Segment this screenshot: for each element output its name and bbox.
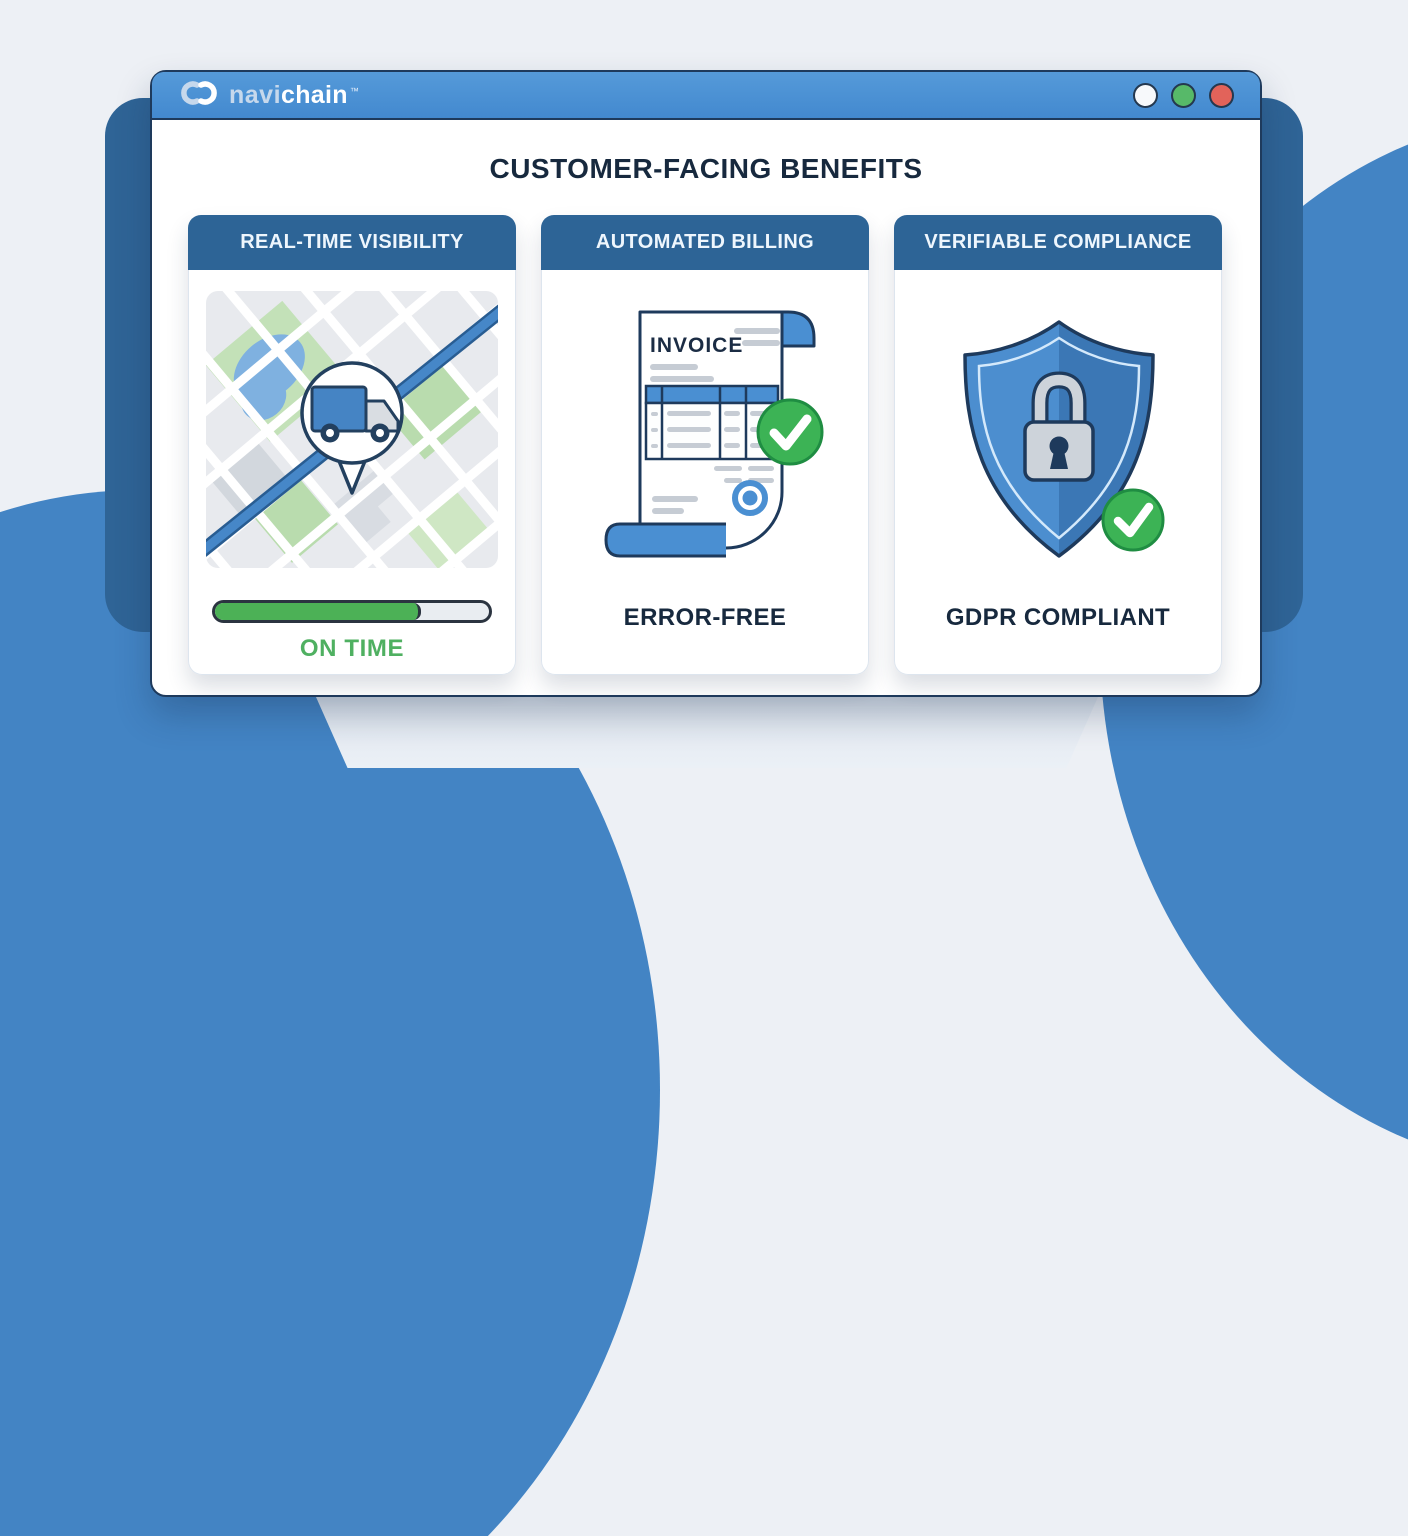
invoice-title: INVOICE	[650, 334, 743, 357]
shield-illustration	[939, 310, 1179, 567]
page-title: CUSTOMER-FACING BENEFITS	[489, 153, 923, 184]
card-header: VERIFIABLE COMPLIANCE	[894, 215, 1222, 270]
window-control-white[interactable]	[1133, 82, 1158, 108]
invoice-illustration: INVOICE	[594, 300, 826, 567]
logo-text-navi: navi	[229, 80, 282, 109]
map-truck-pin-icon	[206, 291, 498, 568]
card-header: AUTOMATED BILLING	[541, 215, 869, 270]
window-controls	[1133, 82, 1234, 108]
caption-error-free: ERROR-FREE	[623, 604, 787, 631]
invoice-check-icon: INVOICE	[604, 310, 824, 558]
window-control-red[interactable]	[1209, 82, 1234, 108]
monitor-stand-shape	[312, 688, 1102, 768]
benefit-cards-row: REAL-TIME VISIBILITY	[188, 215, 1222, 675]
shield-lock-check-icon	[963, 320, 1165, 558]
progress-fill	[215, 603, 421, 620]
map-illustration	[206, 291, 498, 568]
delivery-progress-bar	[212, 600, 492, 623]
card-automated-billing: AUTOMATED BILLING INVOICE	[541, 215, 869, 675]
logo-trademark: ™	[349, 85, 359, 96]
status-on-time: ON TIME	[299, 635, 405, 662]
card-real-time-visibility: REAL-TIME VISIBILITY	[188, 215, 516, 675]
logo-text-chain: chain	[281, 80, 348, 109]
chain-link-icon	[178, 80, 220, 111]
window-control-green[interactable]	[1171, 82, 1196, 108]
card-header: REAL-TIME VISIBILITY	[188, 215, 516, 270]
caption-gdpr-compliant: GDPR COMPLIANT	[945, 604, 1171, 631]
card-verifiable-compliance: VERIFIABLE COMPLIANCE	[894, 215, 1222, 675]
